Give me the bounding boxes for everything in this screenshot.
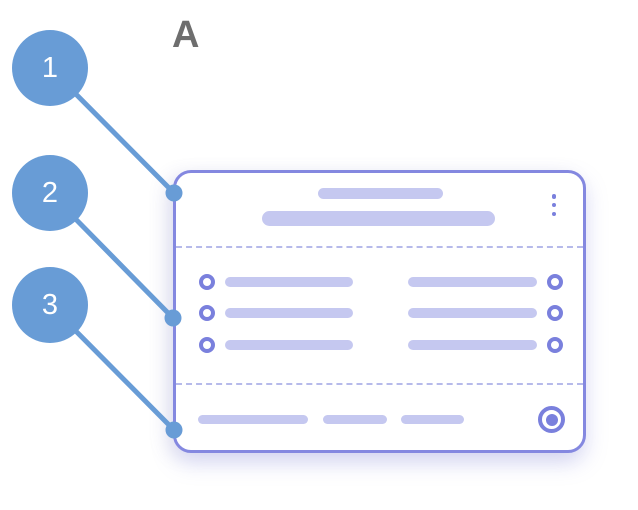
row-text-placeholder-bar <box>408 277 537 287</box>
radio-icon[interactable] <box>199 274 215 290</box>
radio-icon[interactable] <box>547 274 563 290</box>
row-text-placeholder-bar <box>408 308 537 318</box>
radio-icon[interactable] <box>547 305 563 321</box>
callout-number: 1 <box>41 51 59 84</box>
callout-number: 3 <box>41 288 59 321</box>
row-text-placeholder-bar <box>225 308 353 318</box>
footer-placeholder-bar <box>323 415 387 424</box>
footer-divider <box>176 383 583 385</box>
footer-placeholder-bar <box>401 415 464 424</box>
target-radio-icon[interactable] <box>538 406 565 433</box>
kebab-dot <box>551 202 557 208</box>
row-text-placeholder-bar <box>225 340 353 350</box>
card-subtitle-placeholder-bar <box>262 211 495 226</box>
kebab-dot <box>551 194 557 199</box>
row-text-placeholder-bar <box>225 277 353 287</box>
card-mockup <box>173 170 586 453</box>
radio-icon[interactable] <box>547 337 563 353</box>
target-radio-core <box>545 413 558 426</box>
radio-icon[interactable] <box>199 337 215 353</box>
radio-icon[interactable] <box>199 305 215 321</box>
callout-number: 2 <box>41 176 59 209</box>
callout-circle-1: 1 <box>12 30 88 106</box>
figure-label: A <box>172 14 201 56</box>
kebab-menu-icon[interactable] <box>548 194 560 216</box>
header-divider <box>176 246 583 248</box>
callout-circle-2: 2 <box>12 155 88 231</box>
card-title-placeholder-bar <box>318 188 443 199</box>
row-text-placeholder-bar <box>408 340 537 350</box>
callout-circle-3: 3 <box>12 267 88 343</box>
footer-placeholder-bar <box>198 415 308 424</box>
kebab-dot <box>551 211 557 216</box>
